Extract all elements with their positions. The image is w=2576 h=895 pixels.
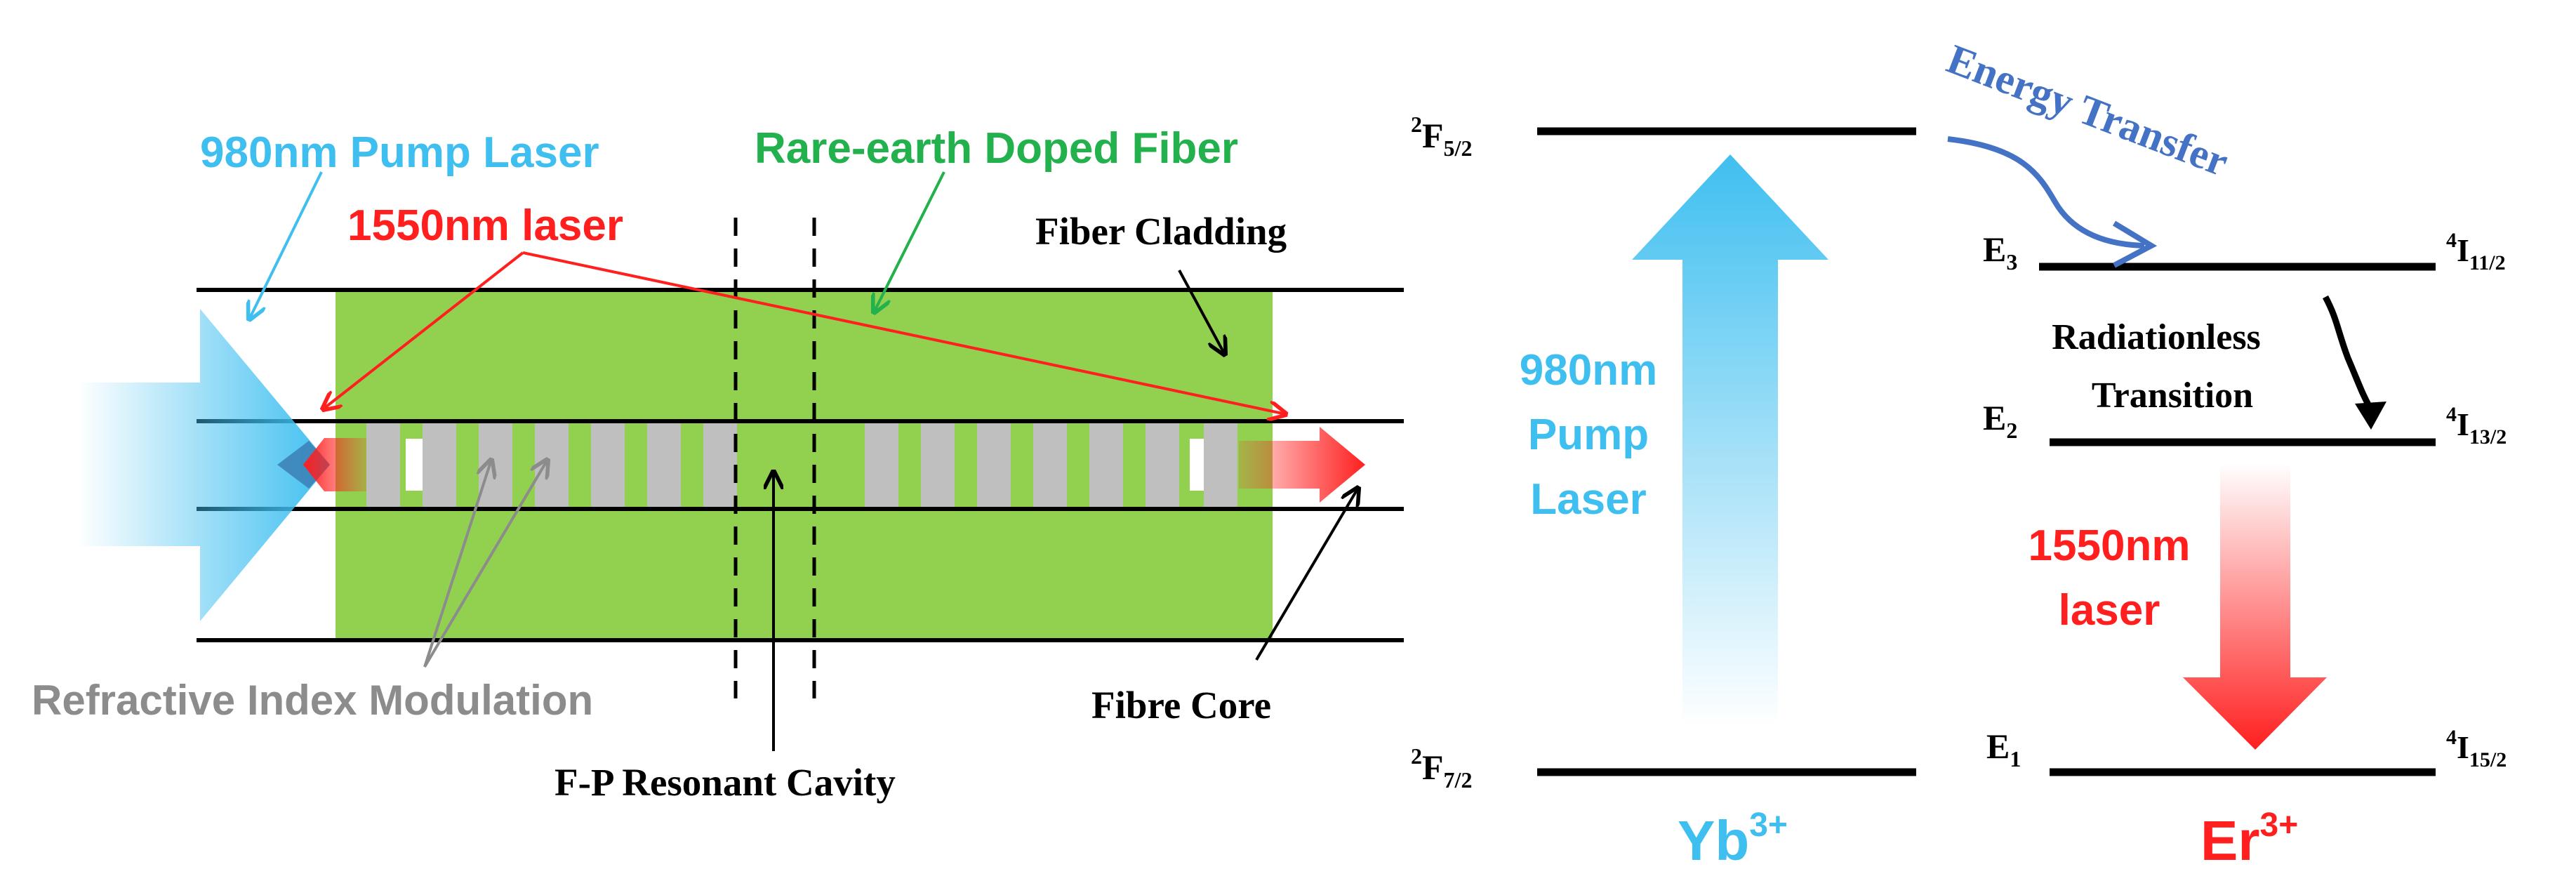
doped-fiber-pointer bbox=[874, 171, 945, 312]
fiber-cladding-label: Fiber Cladding bbox=[1035, 210, 1287, 253]
signal-laser-label: 1550nm laser bbox=[347, 201, 623, 250]
cavity-label: F-P Resonant Cavity bbox=[555, 761, 896, 804]
pump-label-line-3: Laser bbox=[1530, 475, 1646, 524]
core-signal-arrow-left bbox=[303, 438, 369, 491]
grating-bars bbox=[366, 423, 1237, 507]
grating-bar bbox=[703, 423, 737, 507]
doped-fiber-region bbox=[336, 291, 1273, 639]
grating-bar bbox=[366, 423, 400, 507]
radiationless-arrow bbox=[2323, 295, 2372, 408]
pump-excitation-arrow bbox=[1632, 154, 1828, 727]
grating-bar bbox=[535, 423, 569, 507]
modulation-pointer-2 bbox=[423, 460, 547, 668]
grating-bar bbox=[921, 423, 955, 507]
pump-pointer bbox=[249, 171, 323, 319]
radiationless-label-line-2: Transition bbox=[2092, 376, 2253, 416]
modulation-pointer-1 bbox=[423, 460, 491, 668]
energy-transfer-arrow bbox=[1947, 136, 2145, 248]
grating-bar bbox=[647, 423, 681, 507]
signal-pointer-right bbox=[522, 251, 1286, 414]
grating-bar bbox=[423, 423, 456, 507]
doped-fiber-label: Rare-earth Doped Fiber bbox=[755, 124, 1238, 173]
energy-transfer-arrowhead bbox=[2112, 220, 2158, 268]
pump-label-line-2: Pump bbox=[1528, 411, 1649, 459]
radiationless-label-line-1: Radiationless bbox=[2052, 317, 2261, 357]
laser-label-line-2: laser bbox=[2059, 586, 2160, 635]
fibre-core-label: Fibre Core bbox=[1091, 684, 1271, 727]
modulation-label: Refractive Index Modulation bbox=[32, 677, 593, 724]
grating-bar bbox=[1033, 423, 1067, 507]
e1-label: E1 bbox=[1986, 727, 2021, 771]
er-ion-label: Er3+ bbox=[2200, 807, 2298, 872]
e2-label: E2 bbox=[1983, 398, 2017, 443]
er-term-11: 4I11/2 bbox=[2446, 229, 2506, 274]
grating-bar bbox=[591, 423, 625, 507]
yb-lower-term: 2F7/2 bbox=[1411, 743, 1472, 793]
fiber-diagram: 980nm Pump Laser Rare-earth Doped Fiber … bbox=[32, 124, 1404, 804]
core-signal-arrow-right bbox=[1239, 427, 1365, 503]
grating-gap bbox=[1190, 439, 1204, 491]
pump-input-arrow bbox=[77, 309, 330, 621]
grating-bar bbox=[479, 423, 512, 507]
yb-ion-label: Yb3+ bbox=[1678, 807, 1788, 872]
yb-upper-term: 2F5/2 bbox=[1411, 112, 1472, 161]
cladding-pointer bbox=[1178, 270, 1225, 354]
grating-gap bbox=[406, 439, 423, 491]
grating-bar bbox=[1089, 423, 1123, 507]
laser-label-line-1: 1550nm bbox=[2029, 522, 2191, 570]
grating-bar bbox=[865, 423, 898, 507]
e3-label: E3 bbox=[1983, 230, 2017, 274]
pump-laser-label: 980nm Pump Laser bbox=[200, 128, 599, 177]
energy-transfer-label: Energy Transfer bbox=[1941, 36, 2234, 185]
core-pointer bbox=[1255, 488, 1358, 661]
er-term-15: 4I15/2 bbox=[2446, 726, 2507, 771]
laser-emission-arrow bbox=[2183, 463, 2327, 750]
radiationless-arrowhead bbox=[2355, 402, 2386, 430]
pump-label-line-1: 980nm bbox=[1520, 346, 1657, 395]
er-term-13: 4I13/2 bbox=[2446, 403, 2507, 449]
grating-bar bbox=[977, 423, 1011, 507]
energy-level-diagram: 2F5/2 2F7/2 E3 E2 E1 4I11/2 4I13/2 4I15/… bbox=[1411, 36, 2507, 872]
grating-bar bbox=[1204, 423, 1237, 507]
grating-bar bbox=[1146, 423, 1179, 507]
signal-pointer-left bbox=[323, 251, 524, 409]
